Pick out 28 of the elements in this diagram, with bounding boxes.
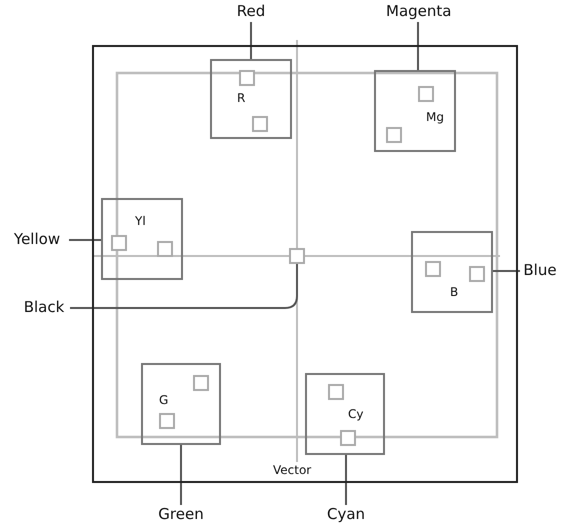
target-box	[141, 363, 221, 445]
target-label: R	[237, 91, 246, 105]
center-square	[289, 248, 305, 264]
color-label: Magenta	[386, 2, 450, 20]
target-box	[101, 198, 183, 280]
target-label: Cy	[348, 407, 364, 421]
color-label: Cyan	[326, 505, 366, 523]
target-label: B	[450, 285, 458, 299]
color-label: Yellow	[12, 230, 62, 248]
leader-line	[69, 239, 101, 241]
color-label: Red	[236, 2, 266, 20]
target-box	[305, 373, 385, 455]
target-label: G	[159, 393, 168, 407]
axis-label: Vector	[273, 463, 312, 477]
target-box	[411, 231, 493, 313]
color-label: Black	[22, 298, 66, 316]
leader-line	[417, 22, 419, 70]
target-label: Mg	[426, 110, 444, 124]
target-label: Yl	[135, 214, 146, 228]
leader-line	[70, 264, 298, 309]
leader-line	[493, 270, 520, 272]
color-label: Green	[157, 505, 205, 523]
leader-line	[345, 455, 347, 505]
target-box	[374, 70, 456, 152]
leader-line	[180, 445, 182, 505]
target-box	[210, 59, 292, 139]
color-label: Blue	[522, 261, 558, 279]
leader-line	[250, 22, 252, 59]
